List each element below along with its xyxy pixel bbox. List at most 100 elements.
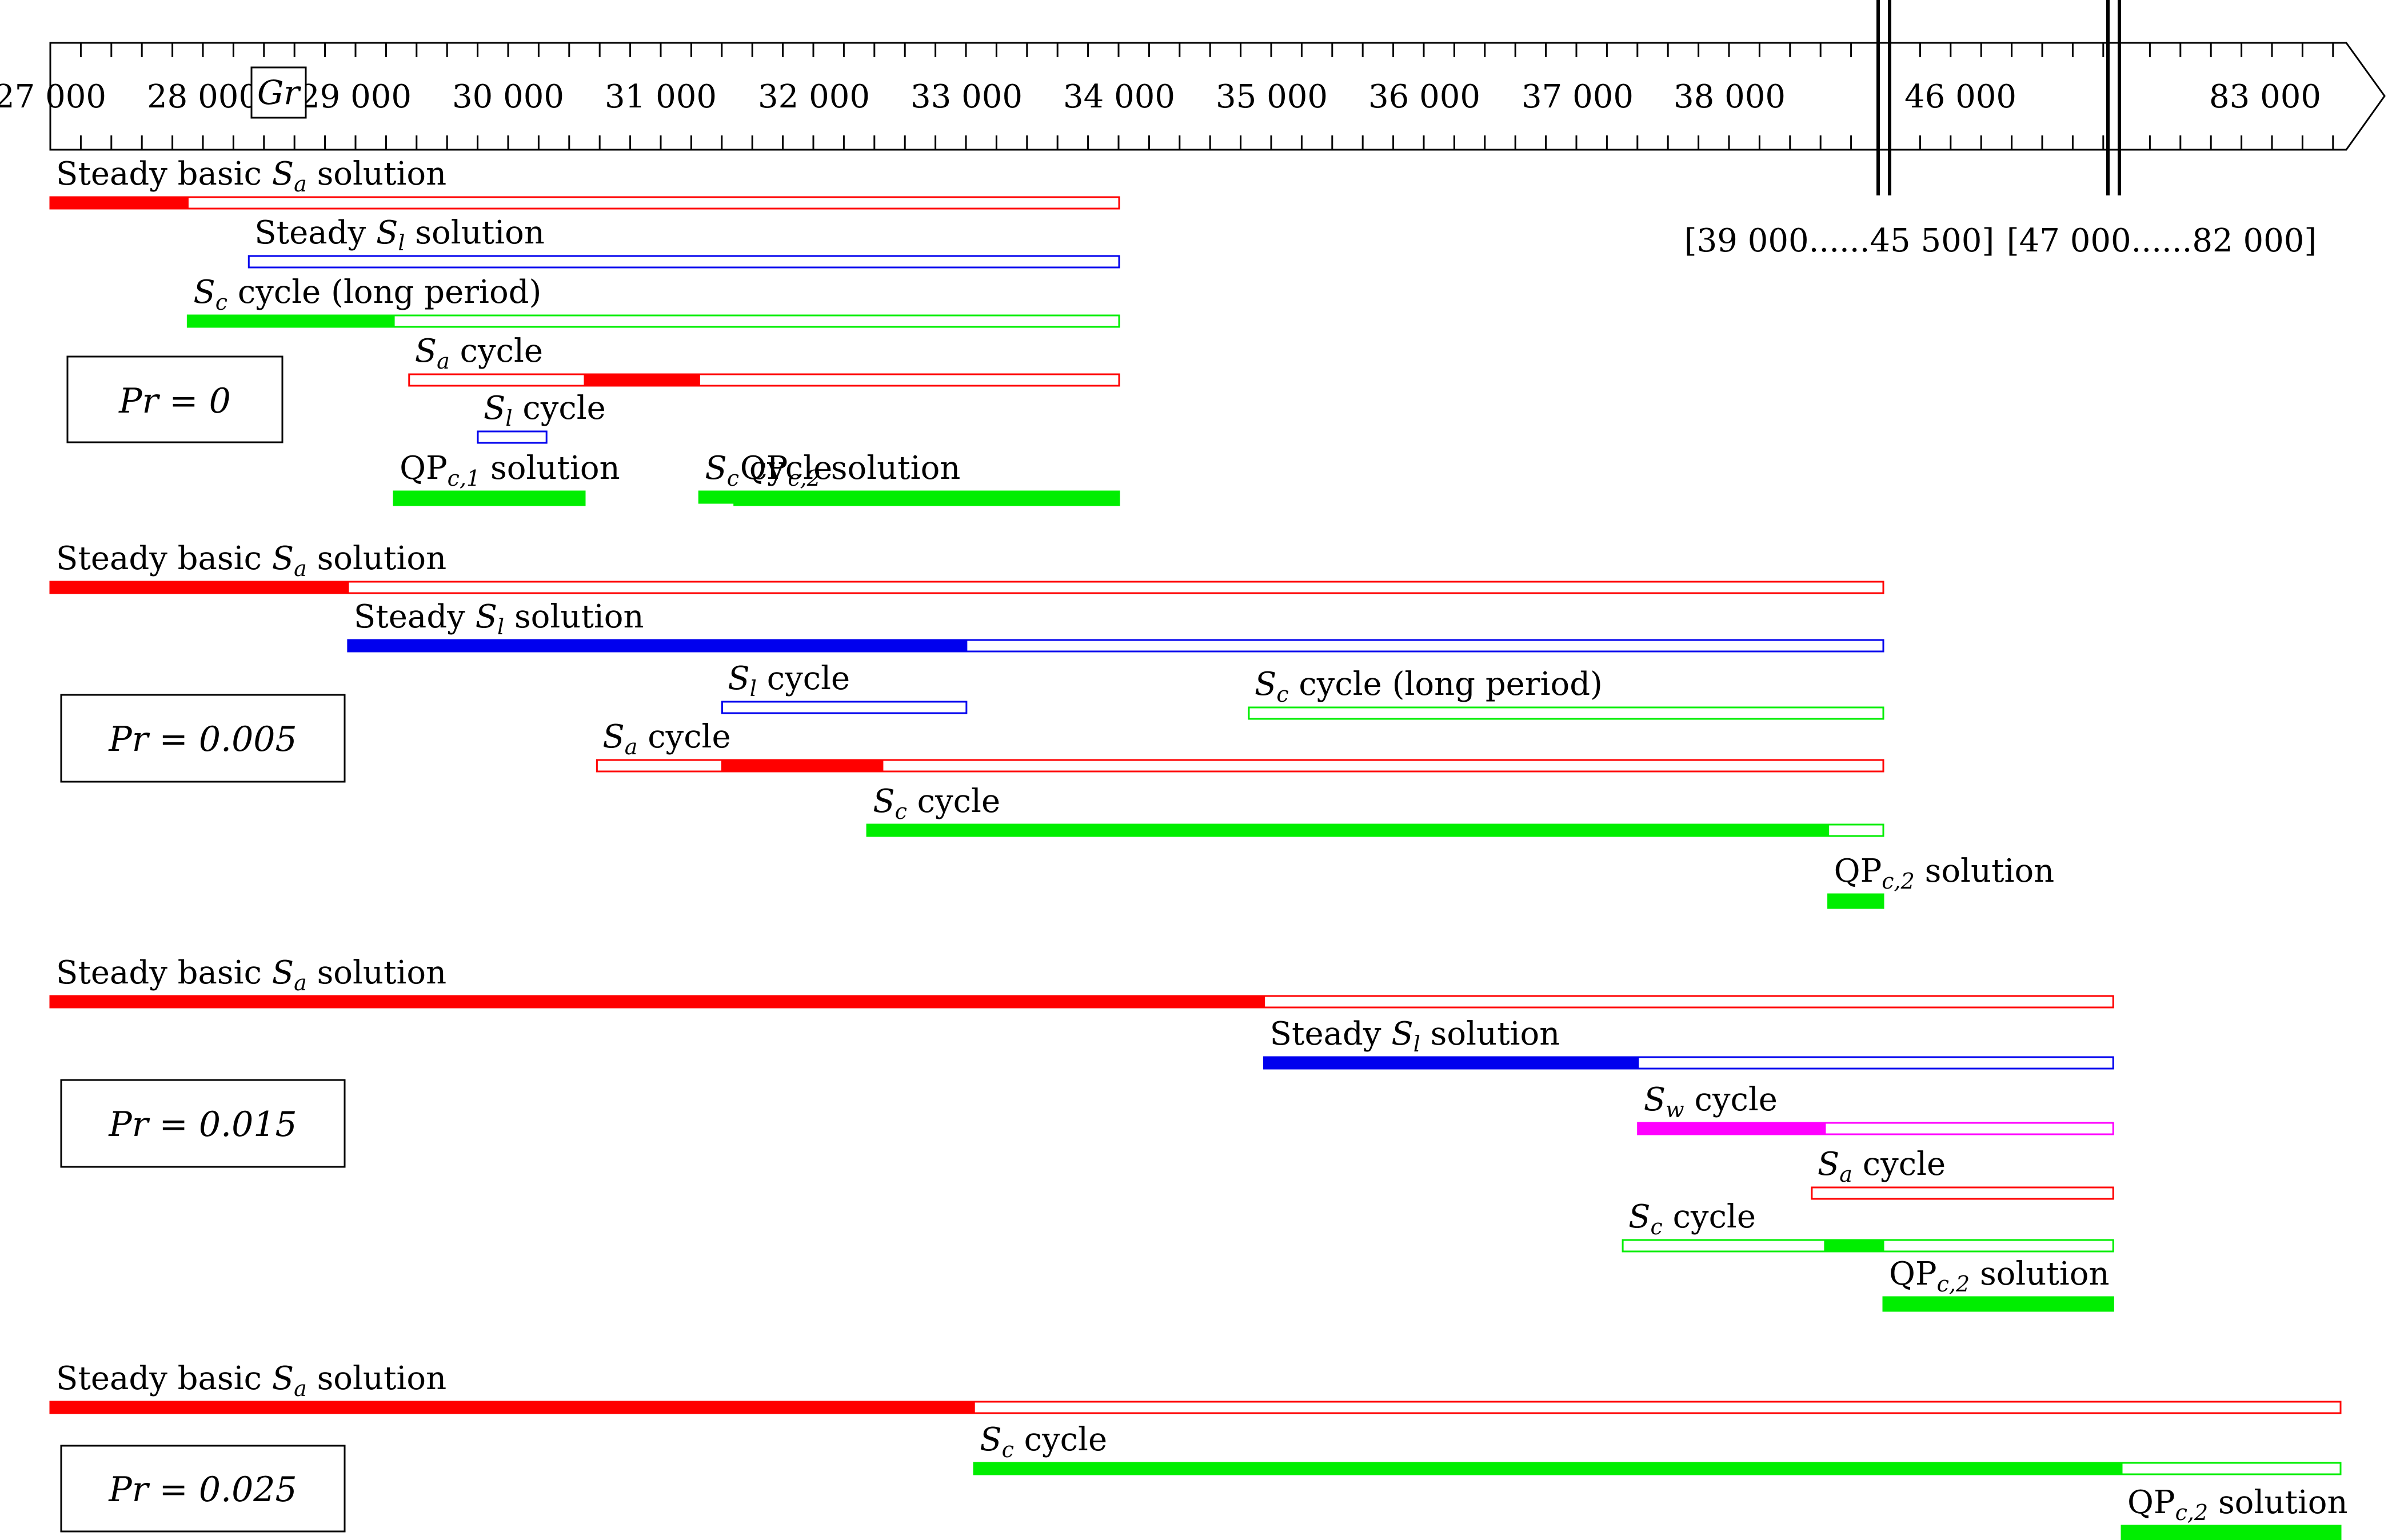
bar-outline — [49, 196, 1120, 210]
pr-label-1: Pr = 0.005 — [108, 719, 297, 759]
bar-0-7: QPc,2 solution — [733, 450, 1120, 506]
bar-label: QPc,2 solution — [1889, 1255, 2110, 1297]
bar-label: Sl cycle — [728, 660, 850, 701]
pr-box-2 — [60, 1079, 346, 1168]
bar-3-0: Steady basic Sa solution — [49, 1360, 2342, 1414]
bar-label: Steady Sl solution — [254, 214, 545, 255]
axis-tick-label: 27 000 — [0, 78, 106, 115]
bar-fill — [1824, 1239, 1884, 1253]
bar-fill — [698, 490, 736, 504]
bar-0-4: Sl cycle — [477, 390, 606, 444]
bar-label: Sc cycle — [1628, 1198, 1756, 1239]
bar-label: Steady basic Sa solution — [56, 540, 446, 581]
bar-label: Steady basic Sa solution — [56, 1360, 446, 1401]
axis-tick-label: 29 000 — [300, 78, 412, 115]
axis-tick-label: 83 000 — [2209, 78, 2321, 115]
bar-2-1: Steady Sl solution — [1263, 1015, 2114, 1070]
bar-fill — [186, 314, 395, 328]
axis-label-box — [250, 66, 307, 119]
axis-minor-ticks — [49, 43, 2334, 150]
bar-label: QPc,2 solution — [1834, 853, 2055, 894]
bar-fill — [49, 196, 189, 210]
pr-label-0: Pr = 0 — [118, 381, 231, 421]
bar-fill — [584, 373, 700, 387]
bar-fill — [733, 490, 1120, 506]
bar-fill — [49, 1401, 975, 1414]
axis-tick-label: 33 000 — [911, 78, 1023, 115]
axis-tick-label: 46 000 — [1904, 78, 2016, 115]
axis-arrow — [49, 42, 2386, 151]
bar-2-2: Sw cycle — [1637, 1081, 2114, 1135]
bar-2-4: Sc cycle — [1622, 1198, 2114, 1253]
bar-label: Sa cycle — [415, 333, 543, 374]
bar-label: Steady basic Sa solution — [56, 155, 446, 197]
bar-label: Steady Sl solution — [354, 598, 644, 639]
gap-range-2: [47 000......82 000] — [2007, 222, 2317, 259]
bar-0-1: Steady Sl solution — [247, 214, 1120, 269]
bar-1-1: Steady Sl solution — [347, 598, 1884, 653]
axis-tick-label: 32 000 — [758, 78, 870, 115]
bar-outline — [477, 430, 548, 444]
bar-label: Sw cycle — [1644, 1081, 1778, 1122]
axis-tick-label: 31 000 — [605, 78, 717, 115]
bar-0-0: Steady basic Sa solution — [49, 155, 1120, 210]
bar-fill — [866, 823, 1830, 837]
axis-major-labels: 27 000 28 000 29 000 30 000 31 000 32 000 33 0… — [0, 78, 2321, 115]
bar-0-3: Sa cycle — [408, 333, 1120, 387]
axis-tick-label: 38 000 — [1674, 78, 1786, 115]
bar-fill — [49, 581, 349, 594]
bar-1-0: Steady basic Sa solution — [49, 540, 1884, 594]
bar-outline — [1811, 1186, 2114, 1200]
axis-tick-label: 36 000 — [1368, 78, 1480, 115]
axis-tick-label: 28 000 — [147, 78, 259, 115]
bar-1-3: Sc cycle (long period) — [1248, 666, 1884, 720]
pr-box-3 — [60, 1445, 346, 1533]
bar-2-0: Steady basic Sa solution — [49, 954, 2114, 1009]
axis-break-1 — [1876, 0, 1891, 195]
pr-label-2: Pr = 0.015 — [108, 1105, 297, 1145]
bar-label: QPc,2 solution — [2127, 1484, 2348, 1525]
axis-label: Gr — [257, 73, 301, 112]
bar-1-6: QPc,2 solution — [1827, 853, 2055, 909]
bar-label: Sc cycle — [705, 450, 832, 491]
axis-tick-label: 37 000 — [1522, 78, 1634, 115]
bar-label: Steady Sl solution — [1270, 1015, 1560, 1057]
bar-outline — [1248, 706, 1884, 720]
bar-fill — [1263, 1056, 1639, 1070]
bar-outline — [408, 373, 1120, 387]
bar-3-1: Sc cycle — [973, 1421, 2342, 1475]
axis-group: 27 000 28 000 29 000 30 000 31 000 32 000 33 0… — [0, 0, 2386, 259]
bar-label: QPc,2 solution — [740, 450, 961, 491]
pr-boxes: Pr = 0 Pr = 0.005 Pr = 0.015 Pr = 0.025 — [60, 355, 346, 1533]
bar-fill — [347, 639, 968, 653]
bar-outline — [721, 701, 968, 714]
bar-label: Steady basic Sa solution — [56, 954, 446, 995]
bar-label: Sl cycle — [484, 390, 606, 431]
bar-1-5: Sc cycle — [866, 783, 1884, 837]
bar-outline — [596, 759, 1884, 773]
bar-fill — [393, 490, 586, 506]
axis-break-2 — [2106, 0, 2121, 195]
axis-tick-label: 35 000 — [1216, 78, 1328, 115]
bar-0-6: QPc,1 solution — [393, 450, 620, 506]
bar-fill — [2121, 1525, 2342, 1540]
bar-3-2: QPc,2 solution — [2121, 1484, 2348, 1540]
gap-range-1: [39 000......45 500] — [1684, 222, 1994, 259]
bar-label: Sc cycle (long period) — [1255, 666, 1603, 707]
axis-tick-label: 30 000 — [452, 78, 564, 115]
bar-1-4: Sa cycle — [596, 718, 1884, 773]
pr-box-1 — [60, 694, 346, 783]
bar-label: Sc cycle — [980, 1421, 1107, 1462]
bar-label: QPc,1 solution — [400, 450, 620, 491]
pr-box-0 — [66, 355, 283, 443]
bar-label: Sc cycle — [873, 783, 1000, 824]
bar-0-2: Sc cycle (long period) — [186, 274, 1120, 328]
bar-1-2: Sl cycle — [721, 660, 968, 714]
bar-fill — [1637, 1122, 1826, 1135]
pr-label-3: Pr = 0.025 — [108, 1470, 297, 1510]
bar-2-5: QPc,2 solution — [1882, 1255, 2114, 1312]
bar-label: Sa cycle — [602, 718, 730, 759]
bar-fill — [49, 995, 1265, 1009]
